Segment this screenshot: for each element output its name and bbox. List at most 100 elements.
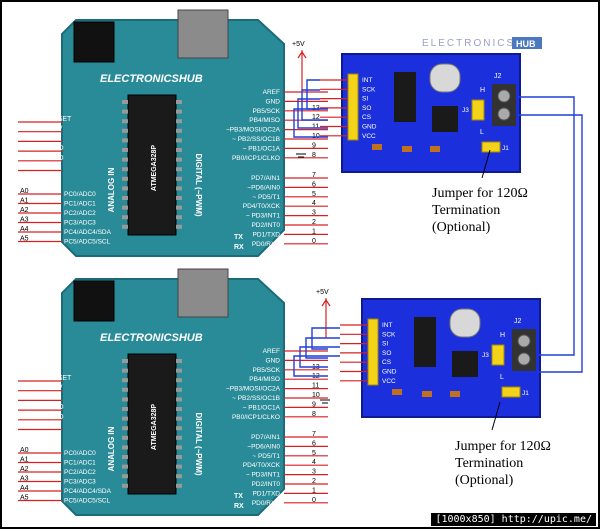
chip-pin [176,378,182,383]
smd-component [450,391,460,397]
power-pin-label: GND [48,404,64,411]
j1-termination-jumper [481,141,501,153]
watermark-badge-text: HUB [516,39,536,49]
h-label: H [500,332,505,339]
digital-pin-label: PD0/RXD [252,500,280,507]
l-label: L [480,129,484,136]
digital-pin-label: ~ PB2/SS/OC1B [232,136,280,143]
digital-pin-label: ~ PB2/SS/OC1B [232,395,280,402]
digital-pin-number: 8 [312,152,316,159]
spi-wire-mosi [297,98,328,129]
chip-pin [176,196,182,200]
j1-termination-jumper [501,386,521,398]
analog-pin-label: PC1/ADC1 [64,460,96,467]
chip-label: ATMEGA328P [151,404,158,450]
can-pin-label: INT [382,322,393,329]
digital-pin-label: PB4/MISO [249,376,280,383]
power-jack [73,280,115,322]
can-pin-label: VCC [362,133,376,140]
chip-pin [122,224,128,229]
chip-pin [176,387,182,392]
digital-pin-number: 9 [312,142,316,149]
can-pin-label: VCC [382,378,396,385]
chip-pin [122,378,128,383]
chip-pin [122,119,128,124]
board-brand-label: ELECTRONICSHUB [100,332,203,344]
analog-pin-number: A2 [20,207,29,214]
chip-pin [122,215,128,220]
termination-note-bottom: Jumper for 120Ω Termination (Optional) [455,438,551,489]
chip-pin [176,483,182,488]
chip-pin [176,368,182,373]
analog-pin-label: PC5/ADC5/SCL [64,239,111,246]
chip-pin [176,455,182,459]
can-pin-label: SO [362,105,371,112]
screw-terminal-screw [517,334,531,348]
digital-pin-label: PD1/TXD [253,490,281,497]
digital-pin-label: PD0/RXD [252,241,280,248]
chip-pin [122,483,128,488]
transceiver-chip [452,351,478,377]
chip-pin [176,359,182,363]
digital-title: DIGITAL (~PWM) [194,412,203,475]
can-pin-label: SCK [362,86,376,93]
screw-terminal-screw [497,89,511,103]
transceiver-chip [432,106,458,132]
digital-pin-label: PB5/SCK [253,367,281,374]
chip-pin [122,474,128,479]
digital-pin-label: ~ PD3/INT1 [246,213,281,220]
note-line: Termination [432,203,501,218]
analog-pin-number: A4 [20,226,29,233]
board-brand-label: ELECTRONICSHUB [100,73,203,85]
digital-pin-number: 5 [312,450,316,457]
usb-connector [177,268,229,318]
rx-label: RX [234,503,244,510]
supply-label: +5V [292,41,305,48]
watermark-text: ELECTRONICS [422,38,515,49]
can-h-wire [518,96,575,356]
note-line: Jumper for 120Ω [432,186,528,201]
digital-pin-label: PD7/AIN1 [251,434,280,441]
digital-pin-number: 0 [312,238,316,245]
power-pin-label: RESET [48,375,72,382]
crystal-oscillator [429,63,461,93]
power-pin-label: GND [48,155,64,162]
digital-pin-label: PB0/ICP1/CLKO [232,155,280,162]
j3-label: J3 [482,352,489,359]
chip-pin [176,167,182,172]
microcontroller-chip [127,353,177,495]
digital-pin-number: 11 [312,124,319,131]
digital-pin-label: ~ PD3/INT1 [246,472,281,479]
chip-pin [176,224,182,229]
chip-pin [122,445,128,450]
chip-pin [176,397,182,402]
digital-pin-label: PB5/SCK [253,108,281,115]
analog-pin-label: PC3/ADC3 [64,479,96,486]
spi-wire-cs [293,108,328,138]
power-pin-label: 3.3V [48,126,63,133]
tx-label: TX [234,493,243,500]
watermark-badge [512,37,542,49]
power-pin-label: RESET [48,116,72,123]
chip-pin [122,196,128,200]
spi-wire-miso [301,89,328,121]
chip-label: ATMEGA328P [151,145,158,191]
can-pin-header [347,73,359,141]
analog-in-title: ANALOG IN [107,167,116,212]
supply-arrow [297,50,307,59]
smd-component [430,146,440,152]
rx-label: RX [234,244,244,251]
chip-pin [122,167,128,172]
j2-label: J2 [494,73,502,80]
power-pin-label: VIN [48,424,60,431]
digital-pin-number: 10 [312,392,320,399]
can-pin-label: CS [382,359,392,366]
chip-pin [176,435,182,440]
digital-pin-number: 0 [312,497,316,504]
can-pin-label: SO [382,350,391,357]
screw-terminal-screw [517,352,531,366]
digital-pin-number: 2 [312,478,316,485]
analog-pin-label: PC1/ADC1 [64,201,96,208]
spi-wire-mosi [299,346,340,368]
